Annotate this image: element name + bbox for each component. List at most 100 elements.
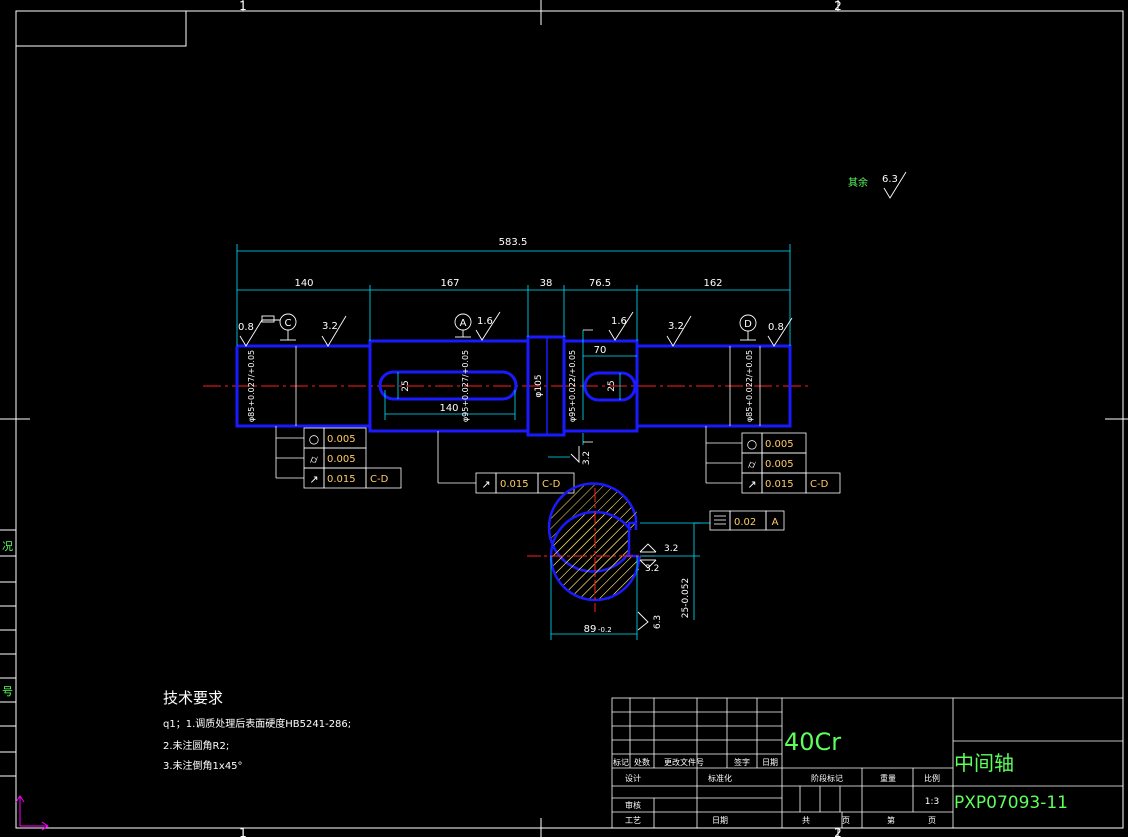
fcf-mid-sym: ↗: [481, 478, 490, 491]
fcf-left-sym-3: ↗: [309, 473, 318, 486]
fcf-left-val-2: 0.005: [327, 454, 356, 465]
datum-markers: [261, 313, 757, 341]
fcf-right-val-1: 0.005: [765, 439, 794, 450]
section-depth-dim: 25-0.052: [681, 578, 691, 618]
fcf-right-ref-3: C-D: [810, 479, 829, 490]
fcf-left-ref-3: C-D: [370, 474, 389, 485]
material: 40Cr: [784, 728, 841, 756]
tb-label-change: 更改文件号: [664, 757, 704, 767]
drawing-number: PXP07093-11: [954, 793, 1068, 813]
symmetry-fcf: [709, 510, 785, 531]
roughness-1: 0.8: [238, 322, 254, 333]
section-roughness-a: 3.2: [664, 544, 678, 554]
diameter-dim-3: φ105: [534, 374, 544, 397]
roughness-6: 0.8: [768, 322, 784, 333]
datum-c: C: [285, 318, 292, 329]
tb-label-date: 日期: [762, 758, 778, 767]
tb-review: 审核: [625, 800, 641, 810]
keyway-right-width: 25: [607, 380, 617, 391]
symmetry-datum: A: [772, 517, 779, 528]
fcf-left-val-3: 0.015: [327, 474, 356, 485]
tb-label-sign: 签字: [734, 757, 750, 767]
fcf-left-val-1: 0.005: [327, 434, 356, 445]
tb-label-count: 处数: [634, 757, 650, 767]
tb-total: 共: [802, 816, 810, 825]
keyway-left-width: 25: [401, 380, 411, 391]
symmetry-value: 0.02: [734, 517, 756, 528]
tb-standardize: 标准化: [708, 773, 732, 783]
section-roughness: [637, 543, 657, 631]
fcf-left: [303, 427, 402, 489]
fcf-right-sym-1: ○: [747, 437, 757, 451]
shaft-outline: [235, 335, 792, 437]
title-block: [611, 697, 1124, 829]
shoulder-roughness: 3.2: [582, 451, 592, 465]
tb-sheet-word: 页: [842, 816, 850, 825]
roughness-rest-value: 6.3: [882, 174, 898, 185]
roughness-5: 3.2: [668, 321, 684, 332]
notes-line-2: 2.未注圆角R2;: [163, 739, 229, 752]
fcf-left-sym-2: ⌭: [310, 453, 318, 466]
diameter-dim-2: φ95+0.027/+0.05: [461, 350, 470, 422]
fcf-right-sym-3: ↗: [747, 478, 756, 491]
fcf-leaders: [275, 426, 742, 484]
left-strip-char-1: 况: [2, 540, 13, 553]
diameter-dim-4: φ95+0.022/+0.05: [568, 350, 577, 422]
tb-stage-mark: 阶段标记: [811, 773, 843, 783]
roughness-4: 1.6: [611, 316, 627, 327]
zone-bottom-2: 2: [834, 826, 842, 837]
tb-page-word: 页: [928, 816, 936, 825]
roughness-2: 3.2: [322, 321, 338, 332]
fcf-right-val-2: 0.005: [765, 459, 794, 470]
fcf-mid-val: 0.015: [500, 479, 529, 490]
datum-d: D: [744, 319, 752, 330]
fcf-mid-ref: C-D: [542, 479, 561, 490]
part-name: 中间轴: [954, 751, 1014, 775]
section-view: [527, 482, 655, 612]
notes-line-1: q1；1.调质处理后表面硬度HB5241-286;: [163, 717, 351, 730]
roughness-symbols: [239, 171, 907, 464]
section-markers: [583, 329, 593, 443]
fcf-left-sym-1: ○: [309, 432, 319, 446]
notes-line-3: 3.未注倒角1x45°: [163, 759, 243, 772]
fcf-right: [741, 432, 841, 494]
section-width-dim: 89: [584, 624, 597, 635]
section-roughness-bottom: 6.3: [653, 615, 663, 629]
segment-dim-1: 140: [294, 278, 313, 289]
segment-dim-3: 38: [540, 278, 553, 289]
keyway-right-length: 70: [594, 345, 607, 356]
dimension-lines: [236, 244, 791, 458]
segment-dim-4: 76.5: [589, 278, 611, 289]
zone-top-2: 2: [834, 0, 842, 13]
fcf-mid: [475, 472, 575, 494]
shaft-bearing-lines: [295, 346, 761, 426]
tb-date: 日期: [712, 816, 728, 825]
tb-weight: 重量: [880, 773, 896, 783]
tb-page-no: 第: [887, 815, 895, 825]
left-strip-char-2: 号: [2, 685, 13, 698]
tb-label-mark: 标记: [613, 757, 629, 767]
segment-dim-2: 167: [440, 278, 459, 289]
segment-dim-5: 162: [703, 278, 722, 289]
ucs-icon: [15, 795, 49, 831]
zone-bottom-1: 1: [239, 826, 247, 837]
section-width-tol: -0.2: [598, 626, 612, 634]
keyway-left-length: 140: [439, 403, 458, 414]
fcf-right-sym-2: ⌭: [748, 458, 756, 471]
roughness-3: 1.6: [477, 316, 493, 327]
diameter-dim-1: φ85+0.027/+0.05: [247, 350, 256, 422]
roughness-rest-label: 其余: [848, 176, 868, 189]
diameter-dim-5: φ85+0.022/+0.05: [745, 350, 754, 422]
section-dimensions: [550, 522, 710, 640]
datum-a: A: [460, 318, 467, 329]
fcf-right-val-3: 0.015: [765, 479, 794, 490]
notes-title: 技术要求: [163, 689, 223, 707]
section-roughness-b: 3.2: [645, 564, 659, 574]
tb-process: 工艺: [625, 816, 641, 825]
scale-value: 1:3: [925, 797, 939, 807]
tb-scale-label: 比例: [924, 773, 940, 783]
zone-top-1: 1: [239, 0, 247, 13]
tb-design: 设计: [625, 773, 641, 783]
